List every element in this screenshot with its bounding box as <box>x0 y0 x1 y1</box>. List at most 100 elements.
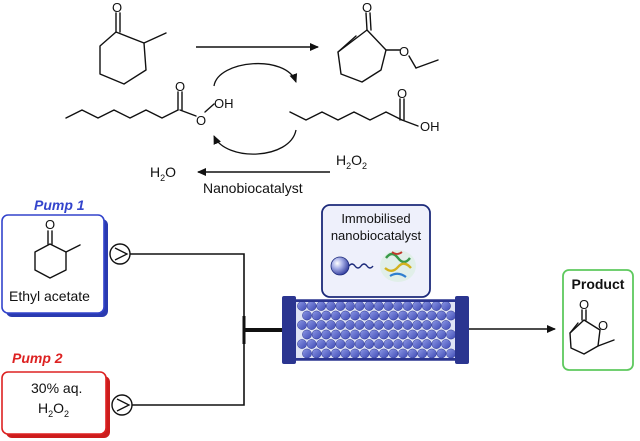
reactor-bead <box>345 301 355 311</box>
reactor-bead <box>398 310 408 321</box>
reactor-bead <box>412 301 423 311</box>
reactor-bead <box>306 339 317 349</box>
reactor-bead <box>321 310 332 321</box>
reactor-bead <box>369 348 380 359</box>
reactor-bead <box>325 339 336 349</box>
reactor-bead <box>354 301 365 311</box>
lactone-ring-oxygen: O <box>399 44 409 59</box>
reactor-bead <box>297 339 307 349</box>
reactor-bead <box>441 320 451 330</box>
reactor-bead <box>388 329 399 340</box>
ketone-oxygen: O <box>112 0 122 15</box>
reactor-bead <box>412 320 423 330</box>
reactor-bead <box>311 348 322 359</box>
linker-icon <box>348 263 374 269</box>
acid-carbonyl-oxygen: O <box>397 86 407 101</box>
acid-hydroxyl: OH <box>420 119 440 134</box>
reactor-bead <box>306 320 317 330</box>
reactor-bead <box>378 310 389 321</box>
reactor-bead <box>354 339 365 349</box>
reactor-bead <box>321 329 332 340</box>
reactor-bead <box>426 348 437 359</box>
reactor-bead <box>364 320 375 330</box>
reactor-bead <box>359 329 370 340</box>
reactor-bead <box>383 339 394 349</box>
reactor-bead <box>421 301 432 311</box>
pump1-title: Pump 1 <box>34 197 85 213</box>
reactor-bead <box>373 301 384 311</box>
product-title: Product <box>572 276 625 292</box>
reactor-bead <box>431 339 442 349</box>
octanoic-acid-structure: O OH <box>289 86 440 134</box>
pump2-reservoir: 30% aq. H2O2 <box>1 371 110 438</box>
reactor-bead <box>302 329 312 340</box>
reactor-bead <box>297 320 307 330</box>
reactor-bead <box>330 348 341 359</box>
pump2-reagent-label: H2O2 <box>38 400 69 419</box>
reactor-bead <box>369 329 380 340</box>
reactor-bead <box>335 320 346 330</box>
reactor-bead <box>330 310 341 321</box>
reactor-bead <box>417 329 428 340</box>
pump2-concentration-label: 30% aq. <box>31 380 82 396</box>
reactor-bead <box>350 329 360 340</box>
catalyst-box-line1: Immobilised <box>341 211 410 226</box>
reactor-bead <box>330 329 341 340</box>
reactor-bead <box>431 320 442 330</box>
reactor-bead <box>407 310 418 321</box>
reactor-bead <box>345 320 355 330</box>
product-ring-oxygen: O <box>598 318 608 333</box>
reactor-bead <box>446 348 456 359</box>
reactor-bead <box>373 320 384 330</box>
reactor-bead <box>398 348 408 359</box>
enzyme-icon <box>380 250 416 282</box>
reactor-bead <box>306 301 317 311</box>
reactor-bead <box>321 348 332 359</box>
reactor-bead <box>378 348 389 359</box>
reactor-bead <box>311 329 322 340</box>
reactor-bead <box>393 320 403 330</box>
reactor-bead <box>335 339 346 349</box>
reactor-bead <box>436 348 447 359</box>
reactor-bead <box>441 339 451 349</box>
reactor-bead <box>364 339 375 349</box>
pump1-icon[interactable] <box>109 243 131 265</box>
reactor-bead <box>316 301 327 311</box>
reactor-bead <box>316 339 327 349</box>
reactor-bead <box>383 320 394 330</box>
reactor-bead <box>431 301 442 311</box>
reactor-bead <box>402 301 413 311</box>
reactor-bead <box>421 339 432 349</box>
pump1-feed-line <box>130 253 245 330</box>
reactor-bead <box>354 320 365 330</box>
reactor-bead <box>402 339 413 349</box>
reactor-bead <box>340 329 351 340</box>
reactor-bead <box>388 348 399 359</box>
pump1-reservoir: O Ethyl acetate <box>1 214 108 317</box>
reactor-bead <box>446 329 456 340</box>
reactor-bead <box>302 310 312 321</box>
water-label: H2O <box>150 164 176 183</box>
reactor-bead <box>373 339 384 349</box>
reactor-bead <box>441 301 451 311</box>
reactor-bead <box>369 310 380 321</box>
reactor-bead <box>398 329 408 340</box>
reactor-outlet-cap <box>455 296 469 364</box>
reactor-bead <box>383 301 394 311</box>
reactor-bead <box>345 339 355 349</box>
pump2-icon[interactable] <box>111 394 133 416</box>
lactone-structure: O O <box>337 0 439 83</box>
reactor-bead <box>417 348 428 359</box>
reactor-bead <box>436 329 447 340</box>
cycle-arrow-upper <box>213 63 298 87</box>
reactor-bead <box>335 301 346 311</box>
pump2-feed-line <box>132 330 245 406</box>
reactor-bead <box>340 348 351 359</box>
pump2-title: Pump 2 <box>12 350 63 366</box>
pump1-ketone-oxygen: O <box>45 217 55 232</box>
reactor-bead <box>407 329 418 340</box>
reactor-bead <box>426 310 437 321</box>
reactor-bead <box>388 310 399 321</box>
reactor-bead <box>412 339 423 349</box>
